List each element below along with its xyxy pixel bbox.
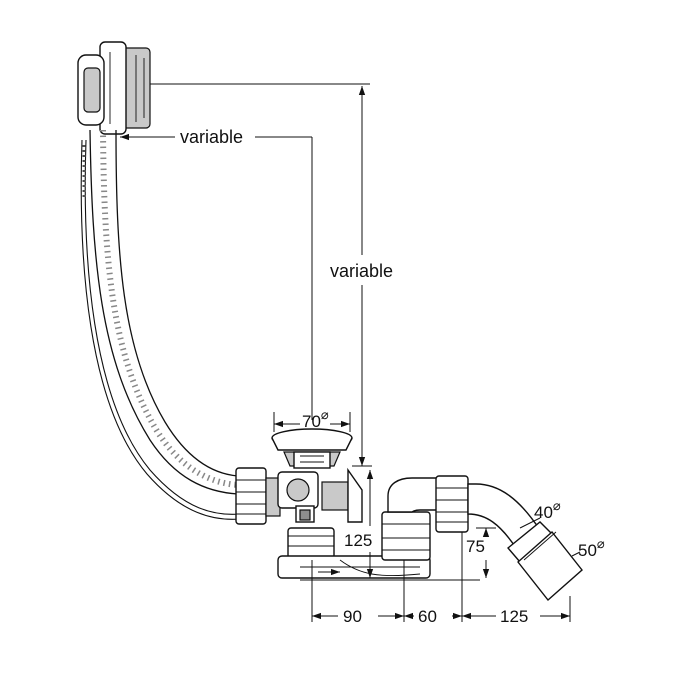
overflow-hose xyxy=(80,129,241,520)
diameter-symbol: ⌀ xyxy=(597,536,605,551)
diameter-symbol: ⌀ xyxy=(553,498,561,513)
offset-90-label: 90 xyxy=(343,607,362,626)
diameter-70-value: 70 xyxy=(302,412,321,431)
diameter-70-label: 70⌀ xyxy=(302,407,329,431)
diameter-symbol: ⌀ xyxy=(321,407,329,422)
diameter-50-label: 50⌀ xyxy=(578,536,605,560)
top-variable-label: variable xyxy=(180,127,243,147)
overflow-head xyxy=(77,41,151,135)
offset-125-label: 125 xyxy=(500,607,528,626)
diameter-50-value: 50 xyxy=(578,541,597,560)
outlet-elbow xyxy=(435,475,583,602)
trap-riser xyxy=(381,477,441,561)
diameter-40-value: 40 xyxy=(534,503,553,522)
waste-body xyxy=(277,467,363,559)
trap-75-label: 75 xyxy=(466,537,485,556)
vertical-variable-label: variable xyxy=(330,261,393,281)
hose-connector-nut xyxy=(235,467,281,525)
offset-60-label: 60 xyxy=(418,607,437,626)
height-125-label: 125 xyxy=(344,531,372,550)
diameter-40-label: 40⌀ xyxy=(534,498,561,522)
waste-plug xyxy=(271,428,353,469)
dimension-lines xyxy=(120,83,581,622)
trap-base xyxy=(277,555,431,579)
